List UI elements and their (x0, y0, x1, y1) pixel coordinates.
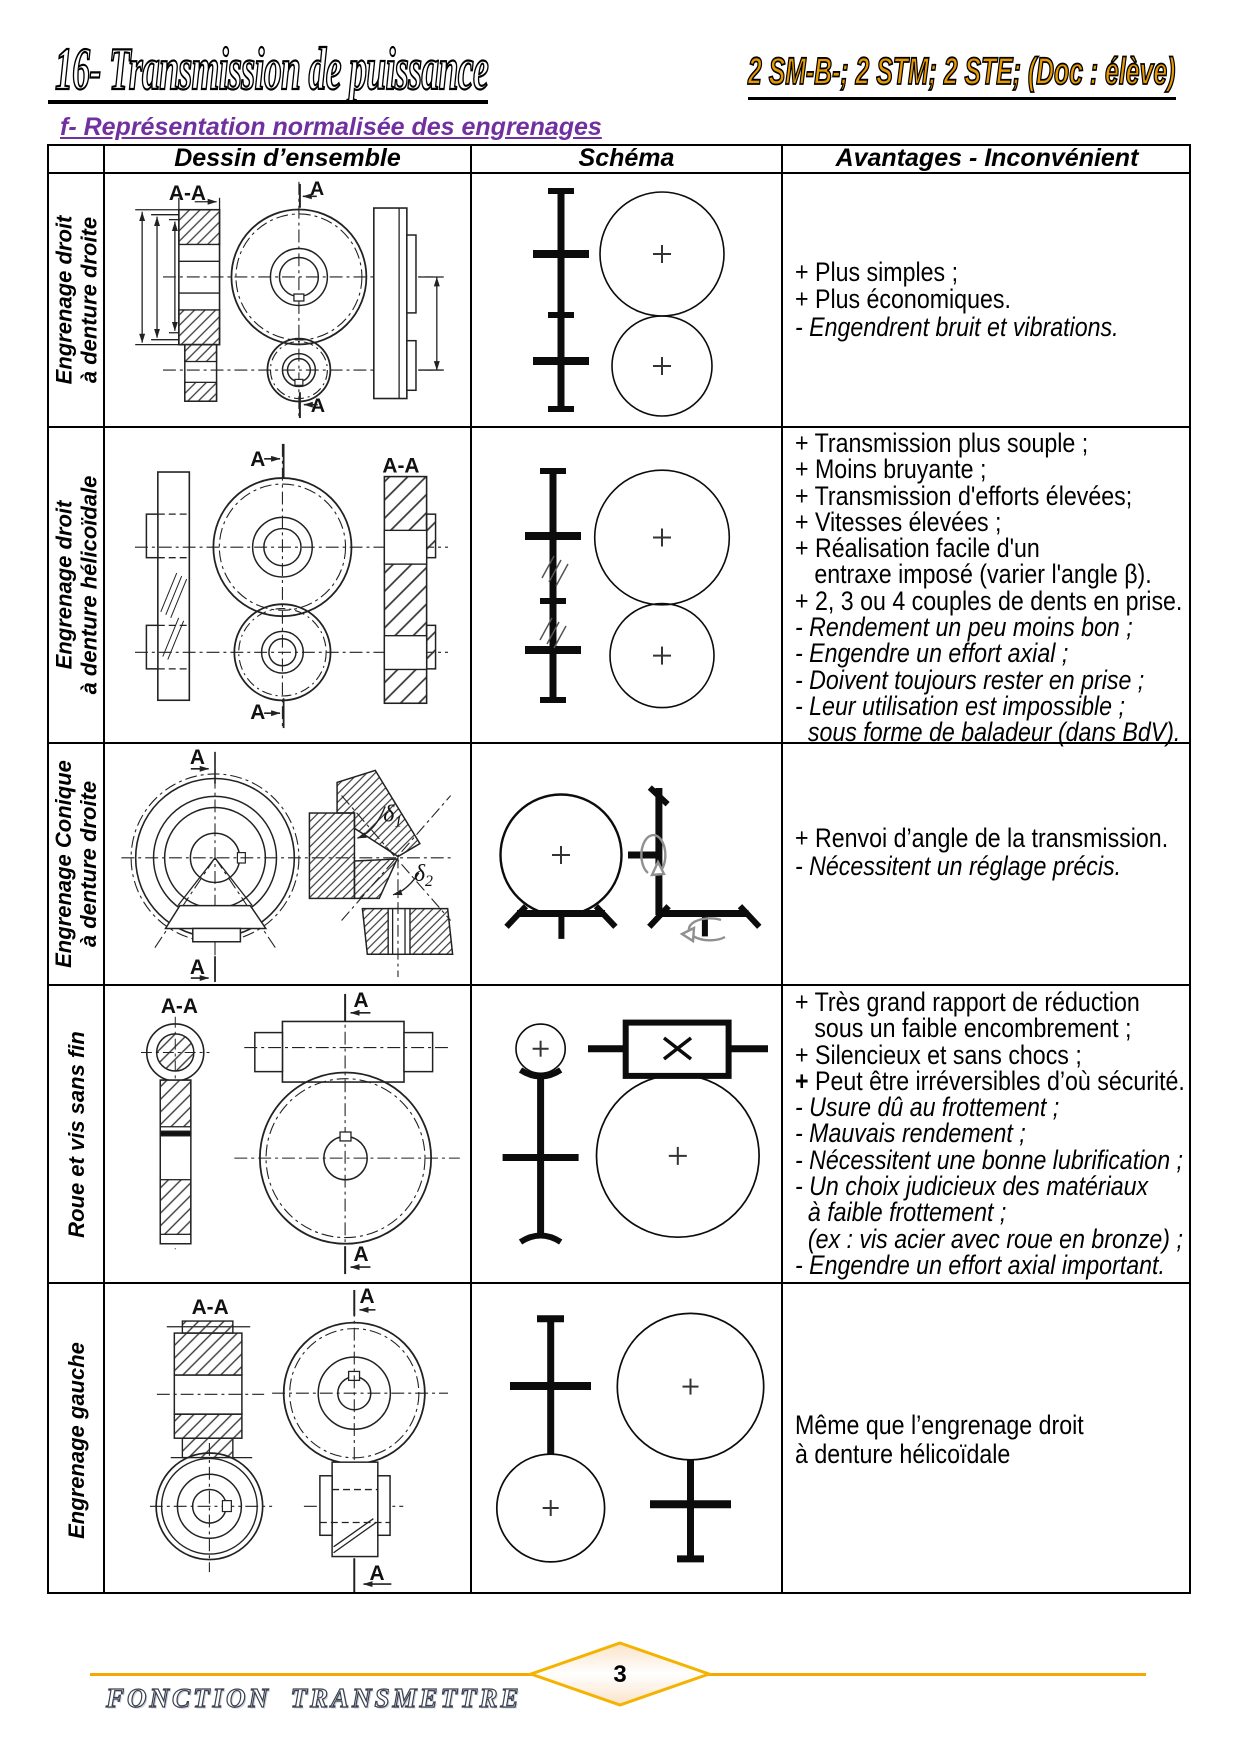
svg-text:A: A (369, 1562, 384, 1585)
svg-text:A: A (360, 1285, 375, 1308)
svg-text:δ2: δ2 (414, 861, 433, 890)
svg-text:A: A (311, 395, 325, 417)
svg-text:A-A: A-A (382, 455, 419, 478)
svg-text:A: A (190, 746, 205, 769)
svg-text:δ1: δ1 (383, 801, 402, 830)
svg-text:A: A (354, 989, 369, 1012)
svg-text:A: A (190, 956, 205, 979)
svg-text:A-A: A-A (169, 182, 206, 205)
svg-text:A: A (354, 1243, 369, 1266)
svg-text:A: A (310, 178, 324, 200)
svg-text:A-A: A-A (192, 1296, 229, 1319)
svg-text:A: A (250, 701, 265, 724)
svg-text:A-A: A-A (161, 995, 198, 1018)
svg-text:A: A (250, 448, 265, 471)
